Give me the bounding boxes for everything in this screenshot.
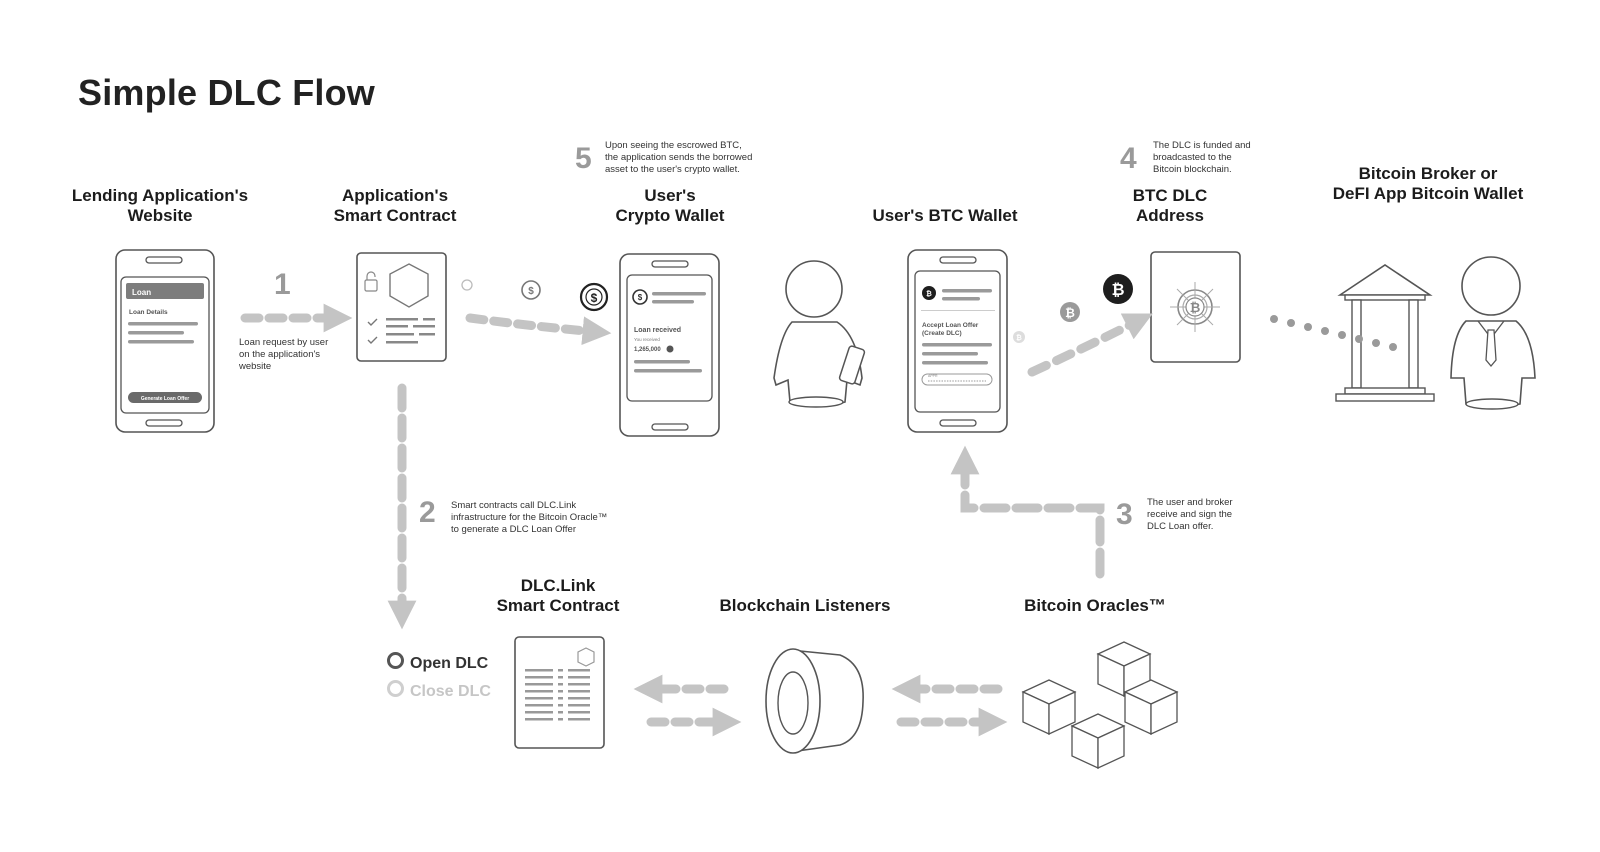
svg-text:$: $ bbox=[591, 291, 598, 305]
step-5-number: 5 bbox=[575, 142, 592, 175]
dlc-state-close: Close DLC bbox=[387, 680, 491, 701]
step-5-text: Upon seeing the escrowed BTC,the applica… bbox=[605, 140, 753, 175]
coin-stablecoin-large: $ bbox=[579, 282, 609, 312]
dlc-link-contract-doc bbox=[514, 636, 605, 749]
loan-received-title: Loan received bbox=[634, 327, 681, 334]
create-dlc-subtitle: (Create DLC) bbox=[922, 330, 962, 337]
coin-stablecoin-medium: $ bbox=[521, 280, 541, 300]
crypto-wallet-phone: $ Loan received You received 1,265,000 bbox=[619, 253, 720, 437]
coin-btc-large: ₿ bbox=[1103, 274, 1133, 304]
stablecoin-icon: $ bbox=[638, 293, 643, 302]
oracle-cubes-icon bbox=[1021, 641, 1179, 770]
label-blockchain-listeners: Blockchain Listeners bbox=[719, 596, 891, 615]
accept-offer-title: Accept Loan Offer bbox=[922, 322, 979, 329]
btc-wallet-phone: ₿ Accept Loan Offer (Create DLC) APPR bbox=[907, 249, 1008, 433]
coin-btc-medium: ₿ bbox=[1060, 302, 1080, 322]
svg-text:₿: ₿ bbox=[1065, 306, 1075, 320]
you-received-label: You received bbox=[634, 337, 660, 342]
app-contract-doc bbox=[356, 252, 447, 362]
label-btc-wallet: User's BTC Wallet bbox=[872, 206, 1018, 225]
lending-phone: Loan Loan Details Generate Loan Offer bbox=[115, 249, 215, 433]
close-ring-icon bbox=[387, 680, 404, 697]
blockchain-listener-icon bbox=[765, 648, 864, 754]
dlc-close-label: Close DLC bbox=[410, 683, 491, 700]
btc-dlc-vault: ₿ bbox=[1150, 251, 1241, 363]
open-ring-icon bbox=[387, 652, 404, 669]
lending-loan-details: Loan Details bbox=[129, 309, 168, 316]
bank-icon bbox=[1335, 264, 1435, 402]
appr-input-label: APPR bbox=[928, 374, 938, 378]
received-amount: 1,265,000 bbox=[634, 347, 661, 353]
arrow-step-4 bbox=[1027, 313, 1153, 377]
svg-text:$: $ bbox=[528, 286, 534, 297]
flow-arrows bbox=[240, 303, 1153, 737]
svg-text:₿: ₿ bbox=[1016, 334, 1022, 342]
btc-icon-small: ₿ bbox=[926, 290, 932, 298]
svg-text:₿: ₿ bbox=[1111, 281, 1124, 299]
step-2-number: 2 bbox=[419, 496, 436, 529]
step-4-number: 4 bbox=[1120, 142, 1137, 175]
dlc-open-label: Open DLC bbox=[410, 655, 489, 672]
lending-loan-header: Loan bbox=[132, 288, 151, 297]
generate-offer-button-label: Generate Loan Offer bbox=[141, 396, 189, 402]
step-3-number: 3 bbox=[1116, 498, 1133, 531]
vault-btc-icon: ₿ bbox=[1190, 300, 1201, 315]
step-1-number: 1 bbox=[274, 268, 291, 301]
label-bitcoin-oracles: Bitcoin Oracles™ bbox=[1024, 596, 1166, 615]
broker-person-icon bbox=[1450, 256, 1536, 410]
coin-btc-small: ₿ bbox=[1013, 331, 1025, 343]
arrow-step-3 bbox=[950, 445, 1105, 579]
page-title: Simple DLC Flow bbox=[78, 72, 376, 113]
dlc-state-open: Open DLC bbox=[387, 652, 488, 673]
coin-stablecoin-small bbox=[461, 279, 473, 291]
user-person-icon bbox=[773, 260, 866, 408]
arrow-step-5 bbox=[465, 313, 612, 346]
dotted-link-vault-broker bbox=[1270, 315, 1397, 351]
